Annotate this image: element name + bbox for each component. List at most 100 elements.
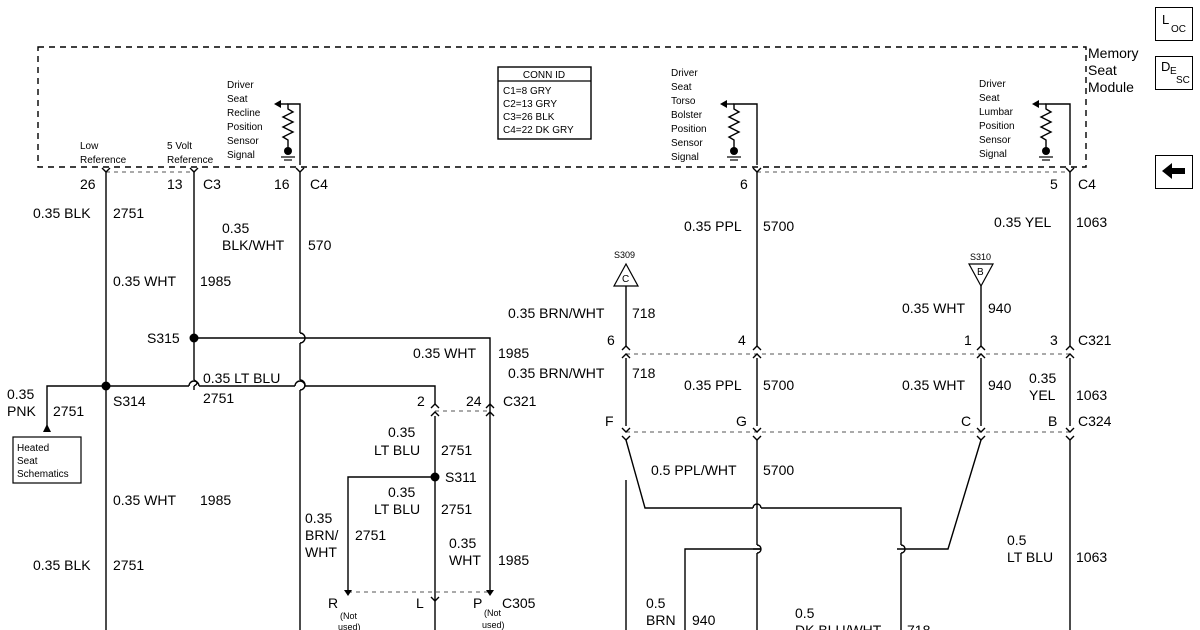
wire-1985-wht [193,172,198,390]
svg-text:C1=8 GRY: C1=8 GRY [503,86,552,97]
svg-text:0.35 WHT: 0.35 WHT [413,345,476,361]
module-label: Memory Seat Module [1088,45,1139,95]
svg-text:0.35: 0.35 [7,386,34,402]
heated-seat-schematics-link[interactable]: Heated Seat Schematics [12,436,82,484]
svg-text:2751: 2751 [441,501,472,517]
svg-text:P: P [473,595,482,611]
desc-button[interactable]: D E SC [1155,56,1193,90]
module-pin-chevrons [101,167,1075,173]
svg-text:0.35 WHT: 0.35 WHT [902,377,965,393]
svg-text:5700: 5700 [763,218,794,234]
svg-text:C2=13 GRY: C2=13 GRY [503,99,557,110]
wire-718-lower [625,439,753,509]
svg-text:Driver: Driver [979,79,1006,90]
svg-text:5 Volt: 5 Volt [167,141,192,152]
loc-big-letter: L [1162,12,1170,27]
svg-text:used): used) [338,622,361,630]
svg-text:0.35: 0.35 [449,535,476,551]
svg-text:0.35 WHT: 0.35 WHT [902,300,965,316]
svg-text:F: F [605,413,614,429]
wire-940-lower [897,439,982,550]
svg-text:1063: 1063 [1076,387,1107,403]
svg-text:6: 6 [607,332,615,348]
svg-text:0.5: 0.5 [795,605,815,621]
svg-text:0.35 BLK: 0.35 BLK [33,205,91,221]
svg-text:2: 2 [417,393,425,409]
svg-text:0.35 WHT: 0.35 WHT [113,492,176,508]
svg-text:2751: 2751 [113,557,144,573]
svg-text:Signal: Signal [671,152,699,163]
svg-text:Sensor: Sensor [979,135,1011,146]
svg-text:Seat: Seat [1088,62,1117,78]
svg-text:Torso: Torso [671,96,696,107]
svg-text:L: L [416,595,424,611]
wire-2751-pnk [46,385,189,430]
svg-text:WHT: WHT [449,552,481,568]
svg-text:5: 5 [1050,176,1058,192]
svg-text:24: 24 [466,393,482,409]
svg-text:CONN ID: CONN ID [523,70,565,81]
module-pins: 26 13 C3 16 C4 6 5 C4 [80,176,1096,192]
svg-text:Driver: Driver [227,80,254,91]
svg-text:Reference: Reference [80,155,127,166]
svg-text:BLK/WHT: BLK/WHT [222,237,285,253]
svg-text:Position: Position [979,121,1015,132]
svg-text:Seat: Seat [227,94,248,105]
reference-labels: Low Reference 5 Volt Reference [80,141,214,166]
svg-text:DK BLU/WHT: DK BLU/WHT [795,622,882,630]
svg-text:Position: Position [671,124,707,135]
svg-text:C4: C4 [310,176,328,192]
svg-text:C3=26 BLK: C3=26 BLK [503,112,555,123]
svg-text:0.35 LT BLU: 0.35 LT BLU [203,370,280,386]
svg-text:4: 4 [738,332,746,348]
svg-text:Recline: Recline [227,108,261,119]
svg-text:2751: 2751 [113,205,144,221]
svg-text:Memory: Memory [1088,45,1139,61]
loc-button[interactable]: L OC [1155,7,1193,41]
svg-text:Heated: Heated [17,443,49,454]
svg-text:C324: C324 [1078,413,1112,429]
svg-text:Bolster: Bolster [671,110,703,121]
svg-text:0.5: 0.5 [1007,532,1027,548]
svg-text:Driver: Driver [671,68,698,79]
svg-text:C4=22 DK GRY: C4=22 DK GRY [503,125,574,136]
svg-text:Seat: Seat [17,456,38,467]
s309-splice: S309 C [612,250,640,287]
svg-text:LT BLU: LT BLU [374,501,420,517]
wire-2751-brnwht [347,476,435,594]
svg-text:C321: C321 [1078,332,1112,348]
svg-text:0.35 BRN/WHT: 0.35 BRN/WHT [508,305,605,321]
svg-text:0.35 BLK: 0.35 BLK [33,557,91,573]
svg-text:718: 718 [632,365,656,381]
svg-text:Signal: Signal [227,150,255,161]
svg-text:0.35 PPL: 0.35 PPL [684,377,742,393]
svg-text:2751: 2751 [53,403,84,419]
svg-text:S309: S309 [614,250,635,260]
svg-text:940: 940 [988,300,1012,316]
svg-text:1985: 1985 [200,492,231,508]
svg-text:Position: Position [227,122,263,133]
back-button[interactable] [1155,155,1193,189]
svg-text:0.35: 0.35 [222,220,249,236]
svg-text:0.35 YEL: 0.35 YEL [994,214,1052,230]
svg-text:C: C [961,413,971,429]
svg-text:S311: S311 [445,469,477,485]
recline-sensor-label: Driver Seat Recline Position Sensor Sign… [227,80,263,161]
svg-text:C: C [622,274,629,285]
svg-text:YEL: YEL [1029,387,1056,403]
svg-text:LT BLU: LT BLU [1007,549,1053,565]
desc-big-letter: D [1161,59,1171,74]
svg-text:C3: C3 [203,176,221,192]
svg-text:1985: 1985 [200,273,231,289]
svg-text:940: 940 [692,612,716,628]
svg-text:Schematics: Schematics [17,469,69,480]
svg-text:B: B [1048,413,1057,429]
svg-text:B: B [977,267,984,278]
svg-text:Lumbar: Lumbar [979,107,1014,118]
c321-right-connector: 6 4 1 3 C321 [607,332,1112,359]
svg-text:Sensor: Sensor [671,138,703,149]
arrow-left-icon [1162,163,1185,179]
torso-sensor-symbol [720,100,758,165]
svg-text:(Not: (Not [340,611,358,621]
svg-text:0.5: 0.5 [646,595,666,611]
